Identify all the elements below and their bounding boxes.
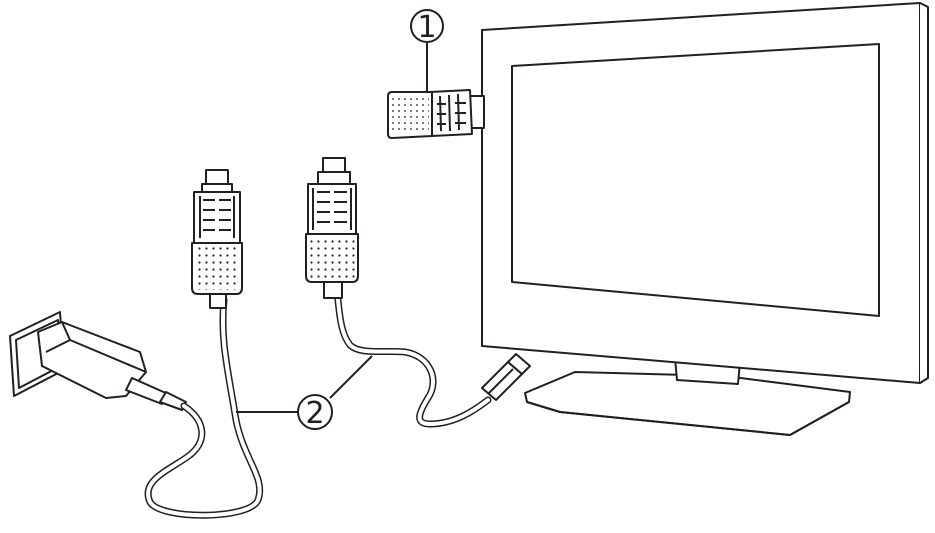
- tv-screen: [511, 43, 880, 317]
- power-adapter: [37, 321, 187, 411]
- usb-power-cable: [144, 296, 264, 519]
- callout-1: 1: [410, 9, 444, 92]
- streaming-dongle: [387, 89, 485, 139]
- tv-monitor: [481, 2, 929, 436]
- micro-usb-plug: [481, 353, 531, 401]
- callout-2-label: 2: [305, 396, 324, 431]
- hdmi-connector-left: [191, 169, 243, 309]
- hdmi-connector-right: [305, 157, 359, 299]
- callout-1-label: 1: [417, 10, 436, 45]
- hdmi-extension-cable: [334, 296, 492, 428]
- callout-2: 2: [236, 355, 373, 431]
